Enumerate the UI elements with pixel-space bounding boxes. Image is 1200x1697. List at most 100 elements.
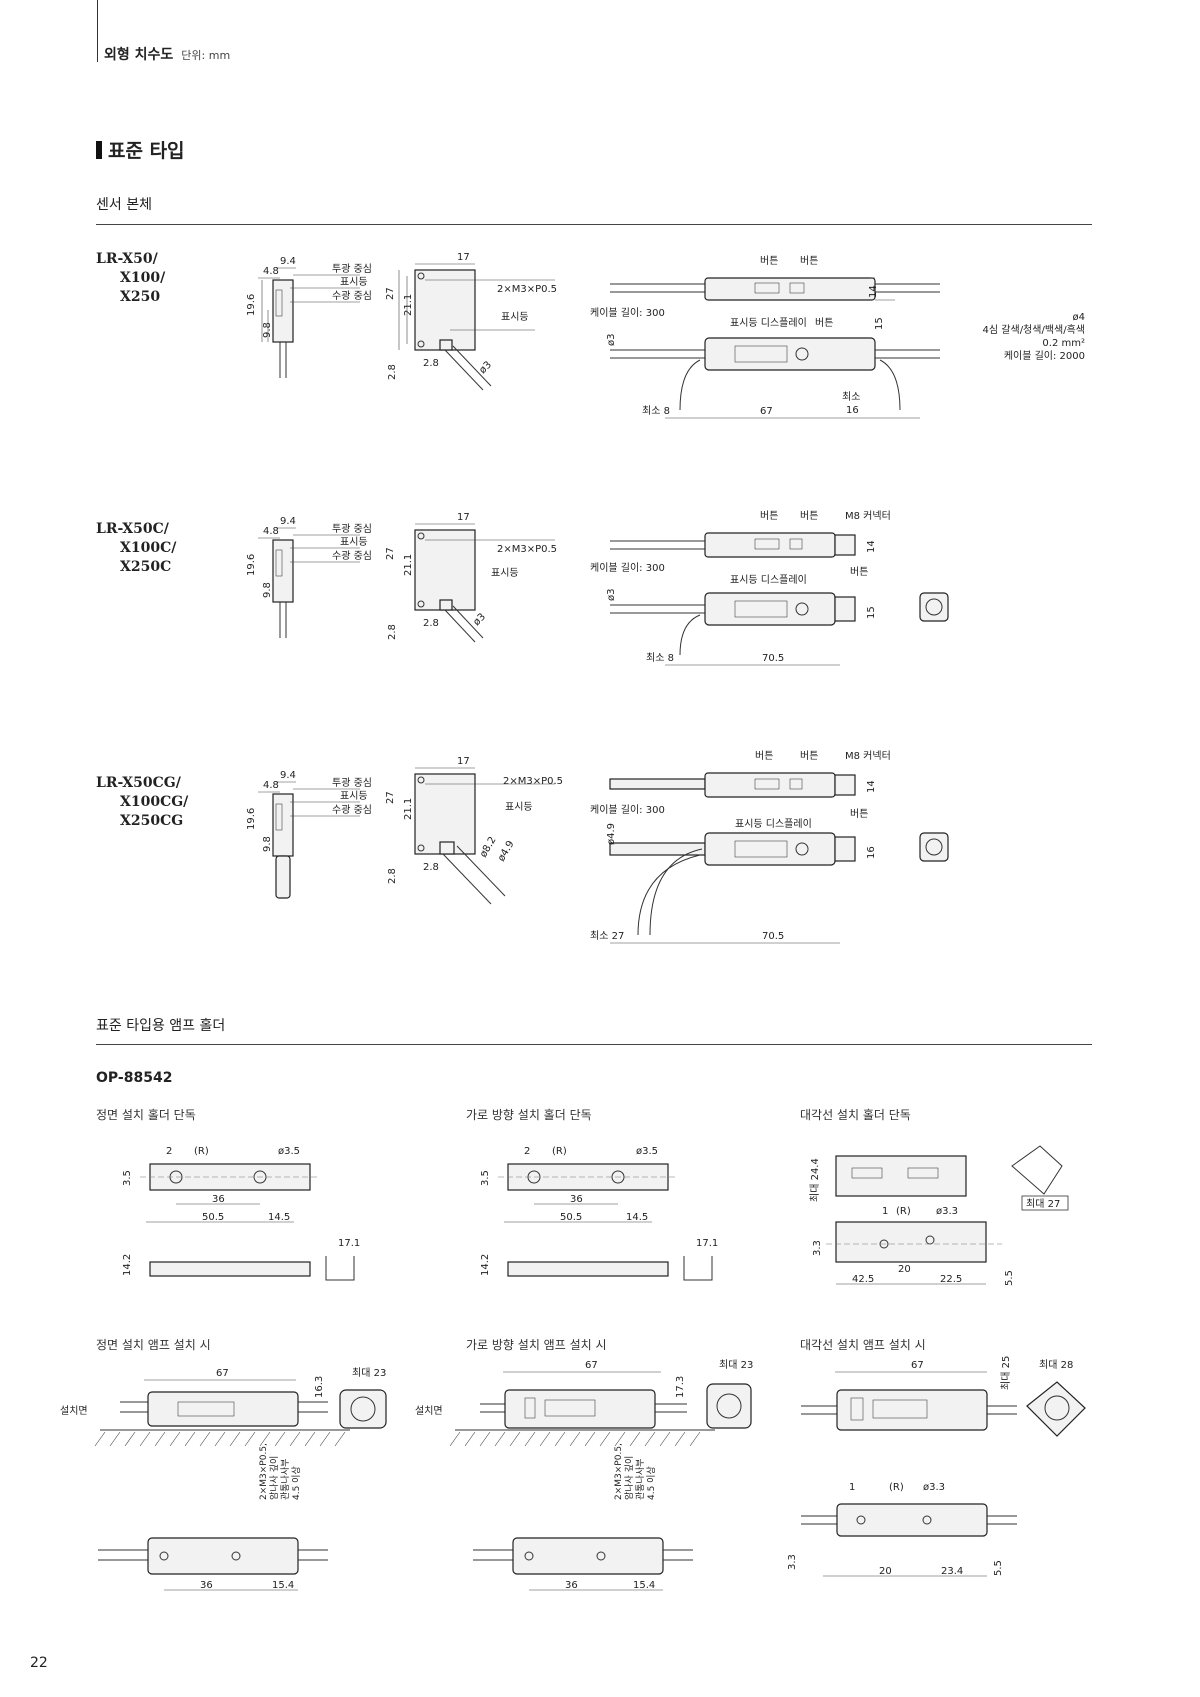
label-text: 표시등 디스플레이	[730, 574, 807, 586]
label-text: 암나사 깊이	[623, 1456, 635, 1500]
amp-bottom-body	[704, 337, 876, 371]
dim-text: 최소 8	[646, 652, 674, 664]
dim-text: 2.8	[423, 358, 439, 369]
dim-text: 2	[166, 1146, 172, 1157]
holder-plate	[835, 1155, 967, 1197]
label-text: 버튼	[760, 255, 778, 267]
dim-text: (R)	[194, 1146, 209, 1157]
dim-text: 19.6	[246, 294, 257, 316]
holder-subtitle: 표준 타입용 앰프 홀더	[96, 1018, 226, 1034]
dim-text: 2.8	[387, 868, 398, 884]
header-title: 외형 치수도	[104, 47, 174, 63]
holder-base	[835, 1221, 987, 1263]
label-text: 투광 중심	[332, 523, 372, 535]
model-line: X100CG/	[120, 794, 189, 810]
dim-text: 17	[457, 512, 470, 523]
dim-text: ø3	[606, 589, 617, 601]
section-bar	[96, 140, 102, 159]
dim-text: ø4.9	[606, 823, 617, 845]
dim-text: 14	[866, 540, 877, 553]
label-text: 케이블 길이: 300	[590, 306, 665, 319]
dim-text: 21.1	[403, 554, 414, 576]
front-holder-drawing: 2 (R) ø3.5 3.5 36 50.5 14.5 14.2 17.1	[122, 1146, 360, 1281]
dim-text: 70.5	[762, 653, 784, 664]
dim-text: 36	[212, 1194, 225, 1205]
g2-side-view: 4.8 9.4 19.6 9.8 투광 중심 표시등 수광 중심	[246, 516, 372, 638]
dim-text: ø3.3	[936, 1206, 958, 1217]
dim-text: 14.5	[626, 1212, 648, 1223]
g1-side-view: 4.8 9.4 19.6 9.8 투광 중심 표시등 수광 중심	[246, 256, 372, 378]
dim-text: 최대 24.4	[809, 1158, 821, 1202]
dim-text: 70.5	[762, 931, 784, 942]
g3-front-view: 17 27 21.1 2.8 2.8 2×M3×P0.5 표시등 ø8.2 ø4…	[385, 756, 563, 905]
dim-text: 15	[874, 317, 885, 330]
dim-text: ø3.5	[278, 1146, 300, 1157]
header-tab-line	[97, 0, 98, 62]
dim-text: 최대 23	[352, 1367, 386, 1379]
label-text: 버튼	[850, 808, 868, 820]
dim-text: ø3	[471, 612, 488, 629]
front-body	[414, 269, 476, 351]
sensor-subtitle: 센서 본체	[96, 197, 152, 213]
dim-text: 9.4	[280, 516, 296, 527]
dim-text: 15	[866, 606, 877, 619]
dim-text: ø3.5	[636, 1146, 658, 1157]
dim-text: 67	[911, 1360, 924, 1371]
dim-text: 20	[898, 1264, 911, 1275]
dim-text: 5.5	[993, 1560, 1004, 1576]
dim-text: 16.3	[314, 1376, 325, 1398]
diag-end-view	[1026, 1381, 1086, 1437]
caption-front-amp: 정면 설치 앰프 설치 시	[96, 1338, 211, 1352]
dim-text: 4.8	[263, 780, 279, 791]
dim-text: 9.8	[262, 836, 273, 852]
amp-top-view	[512, 1537, 664, 1575]
dim-text: 27	[385, 547, 396, 560]
g1-amp-views: 버튼 버튼 14 케이블 길이: 300 ø3 표시등 디스플레이 버튼 15 …	[590, 255, 1085, 419]
dim-text: 3.3	[787, 1554, 798, 1570]
label-text: 투광 중심	[332, 263, 372, 275]
dim-text: ø3.3	[923, 1482, 945, 1493]
g1-front-view: 17 27 21.1 2.8 2.8 2×M3×P0.5 표시등 ø3	[385, 252, 557, 391]
dim-text: 최대 27	[1026, 1198, 1060, 1210]
dim-text: 50.5	[202, 1212, 224, 1223]
dim-text: 최대 23	[719, 1359, 753, 1371]
page-number: 22	[30, 1655, 48, 1671]
label-text: ø4	[1073, 312, 1085, 323]
amp-top-view	[836, 1503, 988, 1537]
dim-text: 67	[760, 406, 773, 417]
label-text: 2×M3×P0.5,	[259, 1443, 269, 1500]
dim-text: 9.4	[280, 770, 296, 781]
dim-text: 14.5	[268, 1212, 290, 1223]
dim-text: ø8.2	[478, 835, 499, 860]
dim-text: 최소 8	[642, 405, 670, 417]
caption-diag-amp: 대각선 설치 앰프 설치 시	[800, 1338, 926, 1352]
side-amp-drawing: 67 17.3 최대 23 설치면 2×M3×P0.5, 암나사 깊이 관통나사…	[415, 1359, 753, 1591]
dim-text: 42.5	[852, 1274, 874, 1285]
label-text: 2×M3×P0.5	[497, 284, 557, 295]
dim-text: 27	[385, 287, 396, 300]
dim-text: 2.8	[387, 364, 398, 380]
g3-amp-views: 버튼 버튼 M8 커넥터 14 케이블 길이: 300 ø4.9 표시등 디스플…	[590, 750, 949, 944]
label-text: 수광 중심	[332, 804, 372, 816]
amp-end-view	[706, 1383, 752, 1429]
label-text: 4.5 이상	[646, 1466, 657, 1500]
caption-front-holder: 정면 설치 홀더 단독	[96, 1108, 196, 1122]
model-line: X250	[120, 289, 161, 305]
label-text: 표시등 디스플레이	[735, 818, 812, 830]
dim-text: 19.6	[246, 554, 257, 576]
dim-text: 최대 25	[1000, 1356, 1012, 1390]
label-text: 수광 중심	[332, 290, 372, 302]
model-line: LR-X50/	[96, 251, 158, 267]
label-text: 표시등	[491, 567, 519, 579]
label-text: 표시등	[340, 536, 368, 548]
label-text: 관통나사부	[280, 1459, 291, 1500]
label-text: 투광 중심	[332, 777, 372, 789]
dim-text: 3.5	[480, 1170, 491, 1186]
dim-text: 3.3	[812, 1240, 823, 1256]
header-unit: 단위: mm	[181, 49, 231, 62]
dim-text: 19.6	[246, 808, 257, 830]
dim-text: 67	[585, 1360, 598, 1371]
dim-text: 최소	[842, 391, 860, 403]
dim-text: 4.8	[263, 266, 279, 277]
dim-text: 9.4	[280, 256, 296, 267]
